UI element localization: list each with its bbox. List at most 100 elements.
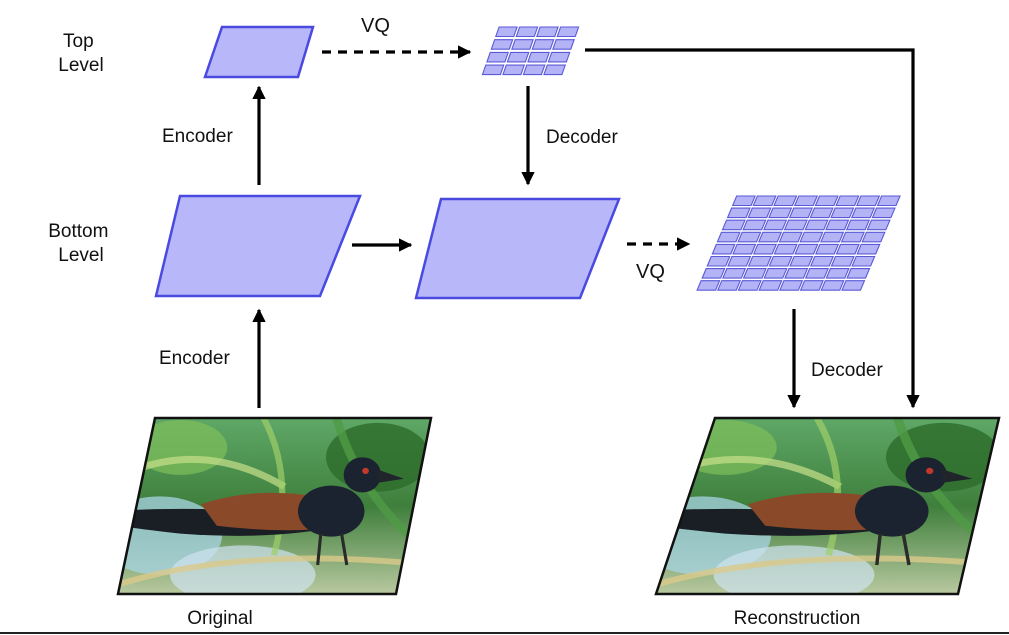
code-cell bbox=[727, 255, 752, 267]
code-cell bbox=[502, 64, 526, 76]
caption-original: Original bbox=[187, 608, 252, 629]
code-cell bbox=[481, 64, 505, 76]
code-cell bbox=[851, 255, 876, 267]
code-cell bbox=[547, 51, 571, 63]
code-cell bbox=[778, 231, 803, 243]
code-cell bbox=[701, 268, 726, 279]
code-cell bbox=[696, 280, 721, 291]
arrow-top-skip bbox=[585, 48, 920, 409]
code-cell bbox=[747, 207, 772, 219]
code-cell bbox=[793, 195, 819, 207]
code-cell bbox=[711, 243, 736, 255]
code-cell bbox=[866, 219, 891, 231]
code-cell bbox=[486, 51, 509, 63]
code-cell bbox=[731, 195, 756, 207]
code-cell bbox=[522, 64, 546, 76]
code-cell bbox=[737, 280, 762, 291]
bottom-rule bbox=[0, 632, 1009, 634]
code-cell bbox=[747, 255, 772, 267]
code-cell bbox=[825, 219, 850, 231]
code-cell bbox=[788, 207, 813, 219]
top-level-label: Top Level bbox=[58, 31, 103, 76]
code-cell bbox=[794, 243, 819, 255]
code-cell bbox=[871, 207, 896, 219]
code-cell bbox=[515, 26, 539, 38]
vq-bottom-label: VQ bbox=[636, 261, 665, 283]
original-image bbox=[116, 416, 433, 596]
code-cell bbox=[495, 26, 518, 38]
bottom-decoded-latent bbox=[414, 197, 621, 300]
code-cell bbox=[722, 268, 747, 279]
code-cell bbox=[856, 195, 881, 207]
code-cell bbox=[556, 26, 580, 38]
encoder-bottom-label: Encoder bbox=[159, 348, 230, 369]
code-cell bbox=[773, 195, 798, 207]
code-cell bbox=[716, 280, 742, 291]
code-cell bbox=[536, 26, 559, 38]
code-cell bbox=[783, 219, 808, 231]
code-cell bbox=[763, 219, 788, 231]
code-cell bbox=[835, 195, 860, 207]
code-cell bbox=[845, 219, 871, 231]
code-cell bbox=[768, 255, 793, 267]
code-cell bbox=[846, 268, 871, 279]
top-latent bbox=[203, 25, 315, 79]
code-cell bbox=[737, 231, 762, 243]
code-cell bbox=[835, 243, 860, 255]
code-cell bbox=[716, 231, 741, 243]
code-cell bbox=[830, 207, 855, 219]
code-cell bbox=[799, 231, 824, 243]
bottom-latent bbox=[154, 194, 362, 298]
code-cell bbox=[814, 195, 839, 207]
code-cell bbox=[742, 268, 767, 279]
code-cell bbox=[706, 255, 731, 267]
code-cell bbox=[752, 195, 777, 207]
top-code-grid bbox=[481, 26, 580, 76]
code-cell bbox=[763, 268, 788, 279]
code-cell bbox=[779, 280, 804, 291]
code-cell bbox=[721, 219, 746, 231]
code-cell bbox=[758, 280, 783, 291]
code-cell bbox=[861, 231, 886, 243]
code-cell bbox=[784, 268, 809, 279]
code-cell bbox=[789, 255, 814, 267]
code-cell bbox=[809, 255, 835, 267]
encoder-top-label: Encoder bbox=[162, 126, 233, 147]
bottom-code-grid bbox=[696, 195, 901, 291]
code-cell bbox=[757, 231, 783, 243]
code-cell bbox=[742, 219, 767, 231]
code-cell bbox=[531, 39, 555, 50]
code-cell bbox=[876, 195, 901, 207]
vq-top-label: VQ bbox=[361, 15, 390, 37]
code-cell bbox=[527, 51, 550, 63]
code-cell bbox=[773, 243, 798, 255]
code-cell bbox=[850, 207, 876, 219]
code-cell bbox=[768, 207, 793, 219]
code-cell bbox=[506, 51, 530, 63]
code-cell bbox=[732, 243, 757, 255]
code-cell bbox=[820, 280, 845, 291]
code-cell bbox=[840, 231, 865, 243]
code-cell bbox=[490, 39, 514, 50]
code-cell bbox=[830, 255, 855, 267]
code-cell bbox=[552, 39, 575, 50]
code-cell bbox=[804, 268, 829, 279]
code-cell bbox=[752, 243, 778, 255]
bottom-level-label: Bottom Level bbox=[48, 221, 113, 266]
code-cell bbox=[543, 64, 567, 76]
code-cell bbox=[820, 231, 845, 243]
code-cell bbox=[804, 219, 829, 231]
code-cell bbox=[726, 207, 751, 219]
decoder-bottom-label: Decoder bbox=[811, 360, 883, 381]
caption-reconstruction: Reconstruction bbox=[734, 608, 861, 629]
code-cell bbox=[856, 243, 881, 255]
reconstruction-image bbox=[654, 416, 1001, 596]
code-cell bbox=[825, 268, 850, 279]
code-cell bbox=[815, 243, 840, 255]
code-cell bbox=[511, 39, 534, 50]
code-cell bbox=[809, 207, 834, 219]
code-cell bbox=[841, 280, 866, 291]
decoder-top-label: Decoder bbox=[546, 127, 618, 148]
code-cell bbox=[799, 280, 824, 291]
